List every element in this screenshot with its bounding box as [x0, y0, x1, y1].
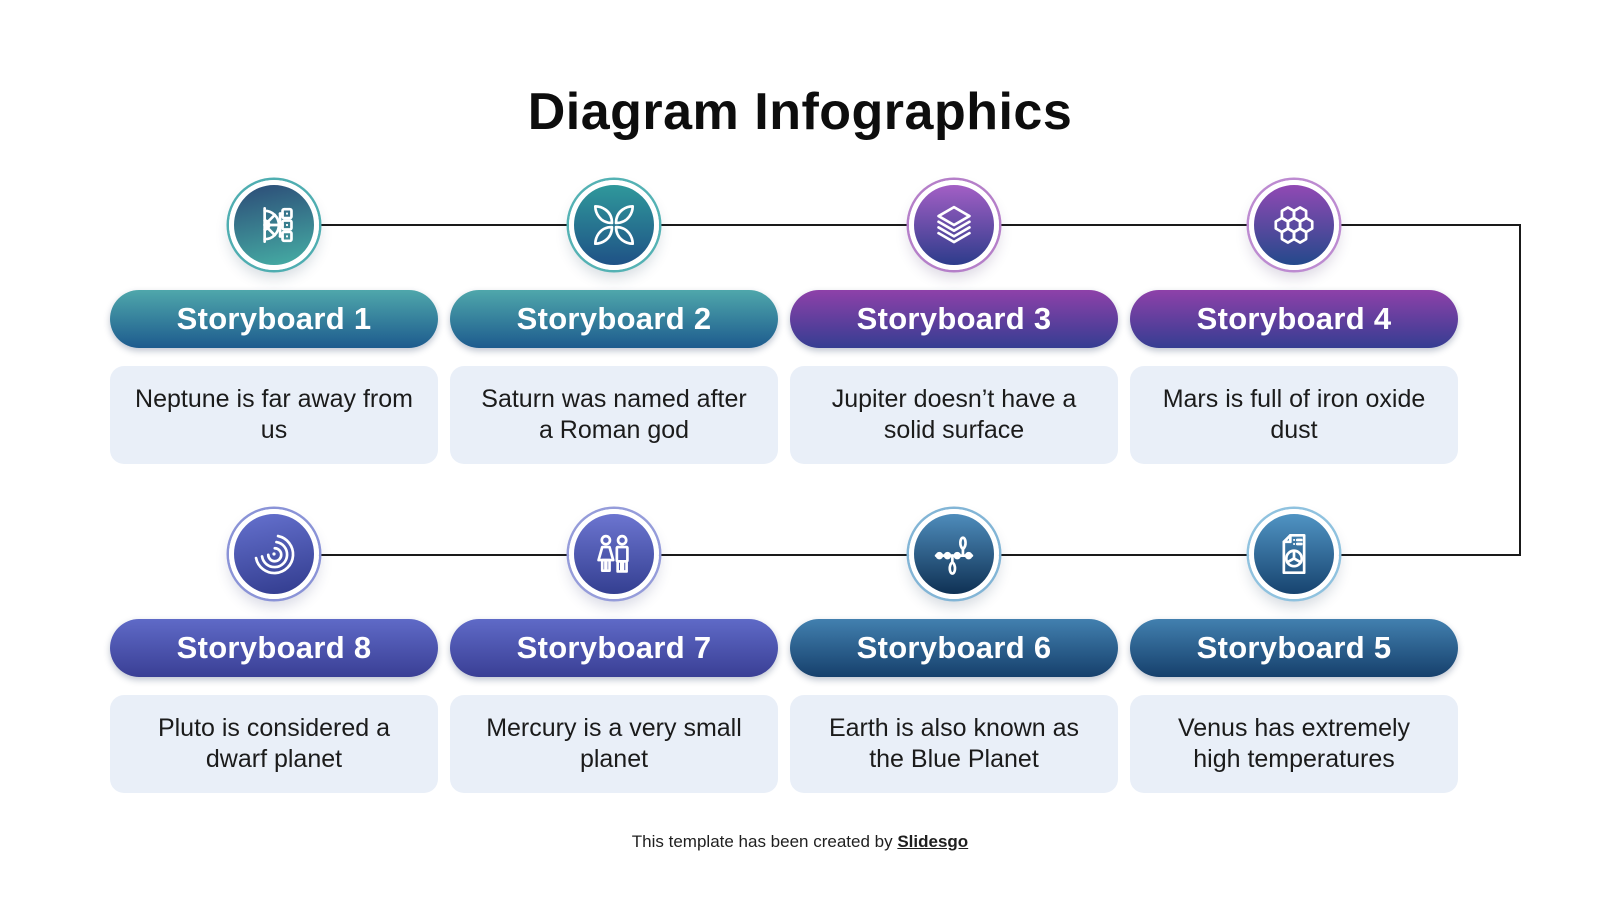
storyboard-pill: Storyboard 3 — [790, 290, 1118, 348]
connector-line-top — [275, 224, 1521, 226]
spiral-icon — [254, 534, 295, 575]
fan-diagram-icon — [263, 207, 293, 243]
storyboard-pill-label: Storyboard 4 — [1196, 301, 1392, 336]
people-icon — [597, 534, 629, 573]
storyboard-pill: Storyboard 5 — [1130, 619, 1458, 677]
layers-icon — [937, 205, 971, 244]
storyboard-group-4: Storyboard 4 Mars is full of iron oxide … — [1130, 180, 1458, 464]
storyboard-pill: Storyboard 8 — [110, 619, 438, 677]
storyboard-group-6: Storyboard 6 Earth is also known as the … — [790, 509, 1118, 793]
storyboard-pill-label: Storyboard 5 — [1196, 630, 1392, 665]
storyboard-group-2: Storyboard 2 Saturn was named after a Ro… — [450, 180, 778, 464]
description-text: Mars is full of iron oxide dust — [1162, 384, 1426, 445]
description-card: Saturn was named after a Roman god — [450, 366, 778, 464]
spiral-icon-circle — [229, 509, 319, 599]
storyboard-group-1: Storyboard 1 Neptune is far away from us — [110, 180, 438, 464]
storyboard-group-5: Storyboard 5 Venus has extremely high te… — [1130, 509, 1458, 793]
description-text: Pluto is considered a dwarf planet — [157, 713, 391, 774]
network-icon-circle — [909, 509, 999, 599]
description-text: Jupiter doesn’t have a solid surface — [831, 384, 1077, 445]
description-card: Mars is full of iron oxide dust — [1130, 366, 1458, 464]
storyboard-pill: Storyboard 1 — [110, 290, 438, 348]
storyboard-pill: Storyboard 7 — [450, 619, 778, 677]
people-icon-circle — [569, 509, 659, 599]
storyboard-group-8: Storyboard 8 Pluto is considered a dwarf… — [110, 509, 438, 793]
page-title: Diagram Infographics — [527, 83, 1073, 141]
storyboard-pill: Storyboard 4 — [1130, 290, 1458, 348]
report-icon — [1282, 533, 1306, 575]
storyboard-pill-label: Storyboard 3 — [856, 301, 1052, 336]
storyboard-pill-label: Storyboard 6 — [856, 630, 1052, 665]
report-icon-circle — [1249, 509, 1339, 599]
description-card: Neptune is far away from us — [110, 366, 438, 464]
storyboard-pill-label: Storyboard 2 — [516, 301, 712, 336]
petals-icon-circle — [569, 180, 659, 270]
honeycomb-icon-circle — [1249, 180, 1339, 270]
storyboard-pill-label: Storyboard 1 — [176, 301, 372, 336]
storyboard-group-7: Storyboard 7 Mercury is a very small pla… — [450, 509, 778, 793]
connector-line-right — [1519, 224, 1521, 556]
layers-icon-circle — [909, 180, 999, 270]
description-text: Earth is also known as the Blue Planet — [828, 713, 1080, 774]
storyboard-group-3: Storyboard 3 Jupiter doesn’t have a soli… — [790, 180, 1118, 464]
storyboard-pill-label: Storyboard 7 — [516, 630, 712, 665]
petals-icon — [593, 204, 635, 246]
description-card: Pluto is considered a dwarf planet — [110, 695, 438, 793]
fan-diagram-icon-circle — [229, 180, 319, 270]
network-icon — [934, 536, 974, 575]
honeycomb-icon — [1274, 206, 1314, 244]
footer-credit: This template has been created by Slides… — [0, 832, 1600, 852]
storyboard-pill: Storyboard 6 — [790, 619, 1118, 677]
description-text: Neptune is far away from us — [135, 384, 413, 445]
description-card: Mercury is a very small planet — [450, 695, 778, 793]
description-card: Venus has extremely high temperatures — [1130, 695, 1458, 793]
storyboard-pill: Storyboard 2 — [450, 290, 778, 348]
storyboard-pill-label: Storyboard 8 — [176, 630, 372, 665]
description-text: Saturn was named after a Roman god — [481, 384, 747, 445]
description-text: Venus has extremely high temperatures — [1177, 713, 1411, 774]
description-text: Mercury is a very small planet — [486, 713, 742, 774]
connector-line-bottom — [275, 554, 1521, 556]
slidesgo-link[interactable]: Slidesgo — [897, 832, 969, 851]
footer-credit-text: This template has been created by — [631, 832, 893, 851]
description-card: Earth is also known as the Blue Planet — [790, 695, 1118, 793]
description-card: Jupiter doesn’t have a solid surface — [790, 366, 1118, 464]
